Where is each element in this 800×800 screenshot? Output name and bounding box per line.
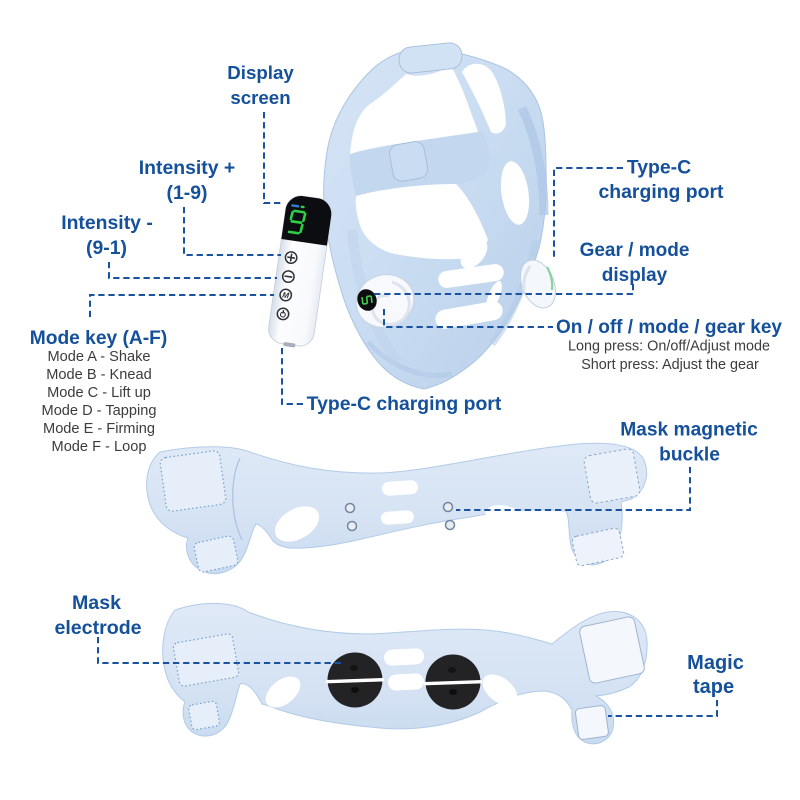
svg-text:Mode C - Lift up: Mode C - Lift up bbox=[47, 385, 151, 401]
svg-text:Type-C charging port: Type-C charging port bbox=[307, 393, 502, 415]
svg-text:Mode A - Shake: Mode A - Shake bbox=[47, 349, 150, 365]
svg-text:On / off / mode / gear key: On / off / mode / gear key bbox=[556, 317, 782, 338]
svg-text:screen: screen bbox=[230, 87, 290, 108]
svg-text:tape: tape bbox=[693, 676, 734, 698]
svg-text:(9-1): (9-1) bbox=[86, 237, 127, 259]
svg-text:Short press: Adjust the gear: Short press: Adjust the gear bbox=[581, 357, 759, 373]
svg-text:Type-C: Type-C bbox=[627, 157, 691, 179]
svg-text:Mask: Mask bbox=[72, 592, 121, 614]
svg-text:Display: Display bbox=[227, 62, 294, 83]
svg-text:Magic: Magic bbox=[687, 652, 744, 674]
svg-text:electrode: electrode bbox=[54, 617, 141, 639]
svg-text:Mode B - Knead: Mode B - Knead bbox=[46, 367, 151, 383]
svg-text:Gear / mode: Gear / mode bbox=[580, 240, 690, 261]
svg-text:Intensity -: Intensity - bbox=[61, 212, 153, 234]
svg-text:Intensity +: Intensity + bbox=[139, 157, 235, 179]
svg-text:display: display bbox=[602, 265, 668, 286]
svg-text:Mode F - Loop: Mode F - Loop bbox=[52, 439, 147, 455]
svg-text:charging port: charging port bbox=[599, 181, 725, 203]
svg-text:Mode D - Tapping: Mode D - Tapping bbox=[42, 403, 157, 419]
svg-text:Long press: On/off/Adjust mode: Long press: On/off/Adjust mode bbox=[568, 339, 770, 355]
svg-text:Mode E - Firming: Mode E - Firming bbox=[43, 421, 155, 437]
svg-text:buckle: buckle bbox=[659, 445, 720, 466]
svg-text:Mask magnetic: Mask magnetic bbox=[620, 420, 758, 441]
svg-text:M: M bbox=[282, 290, 290, 300]
svg-text:(1-9): (1-9) bbox=[167, 182, 208, 204]
svg-text:Mode key (A-F): Mode key (A-F) bbox=[30, 328, 168, 349]
